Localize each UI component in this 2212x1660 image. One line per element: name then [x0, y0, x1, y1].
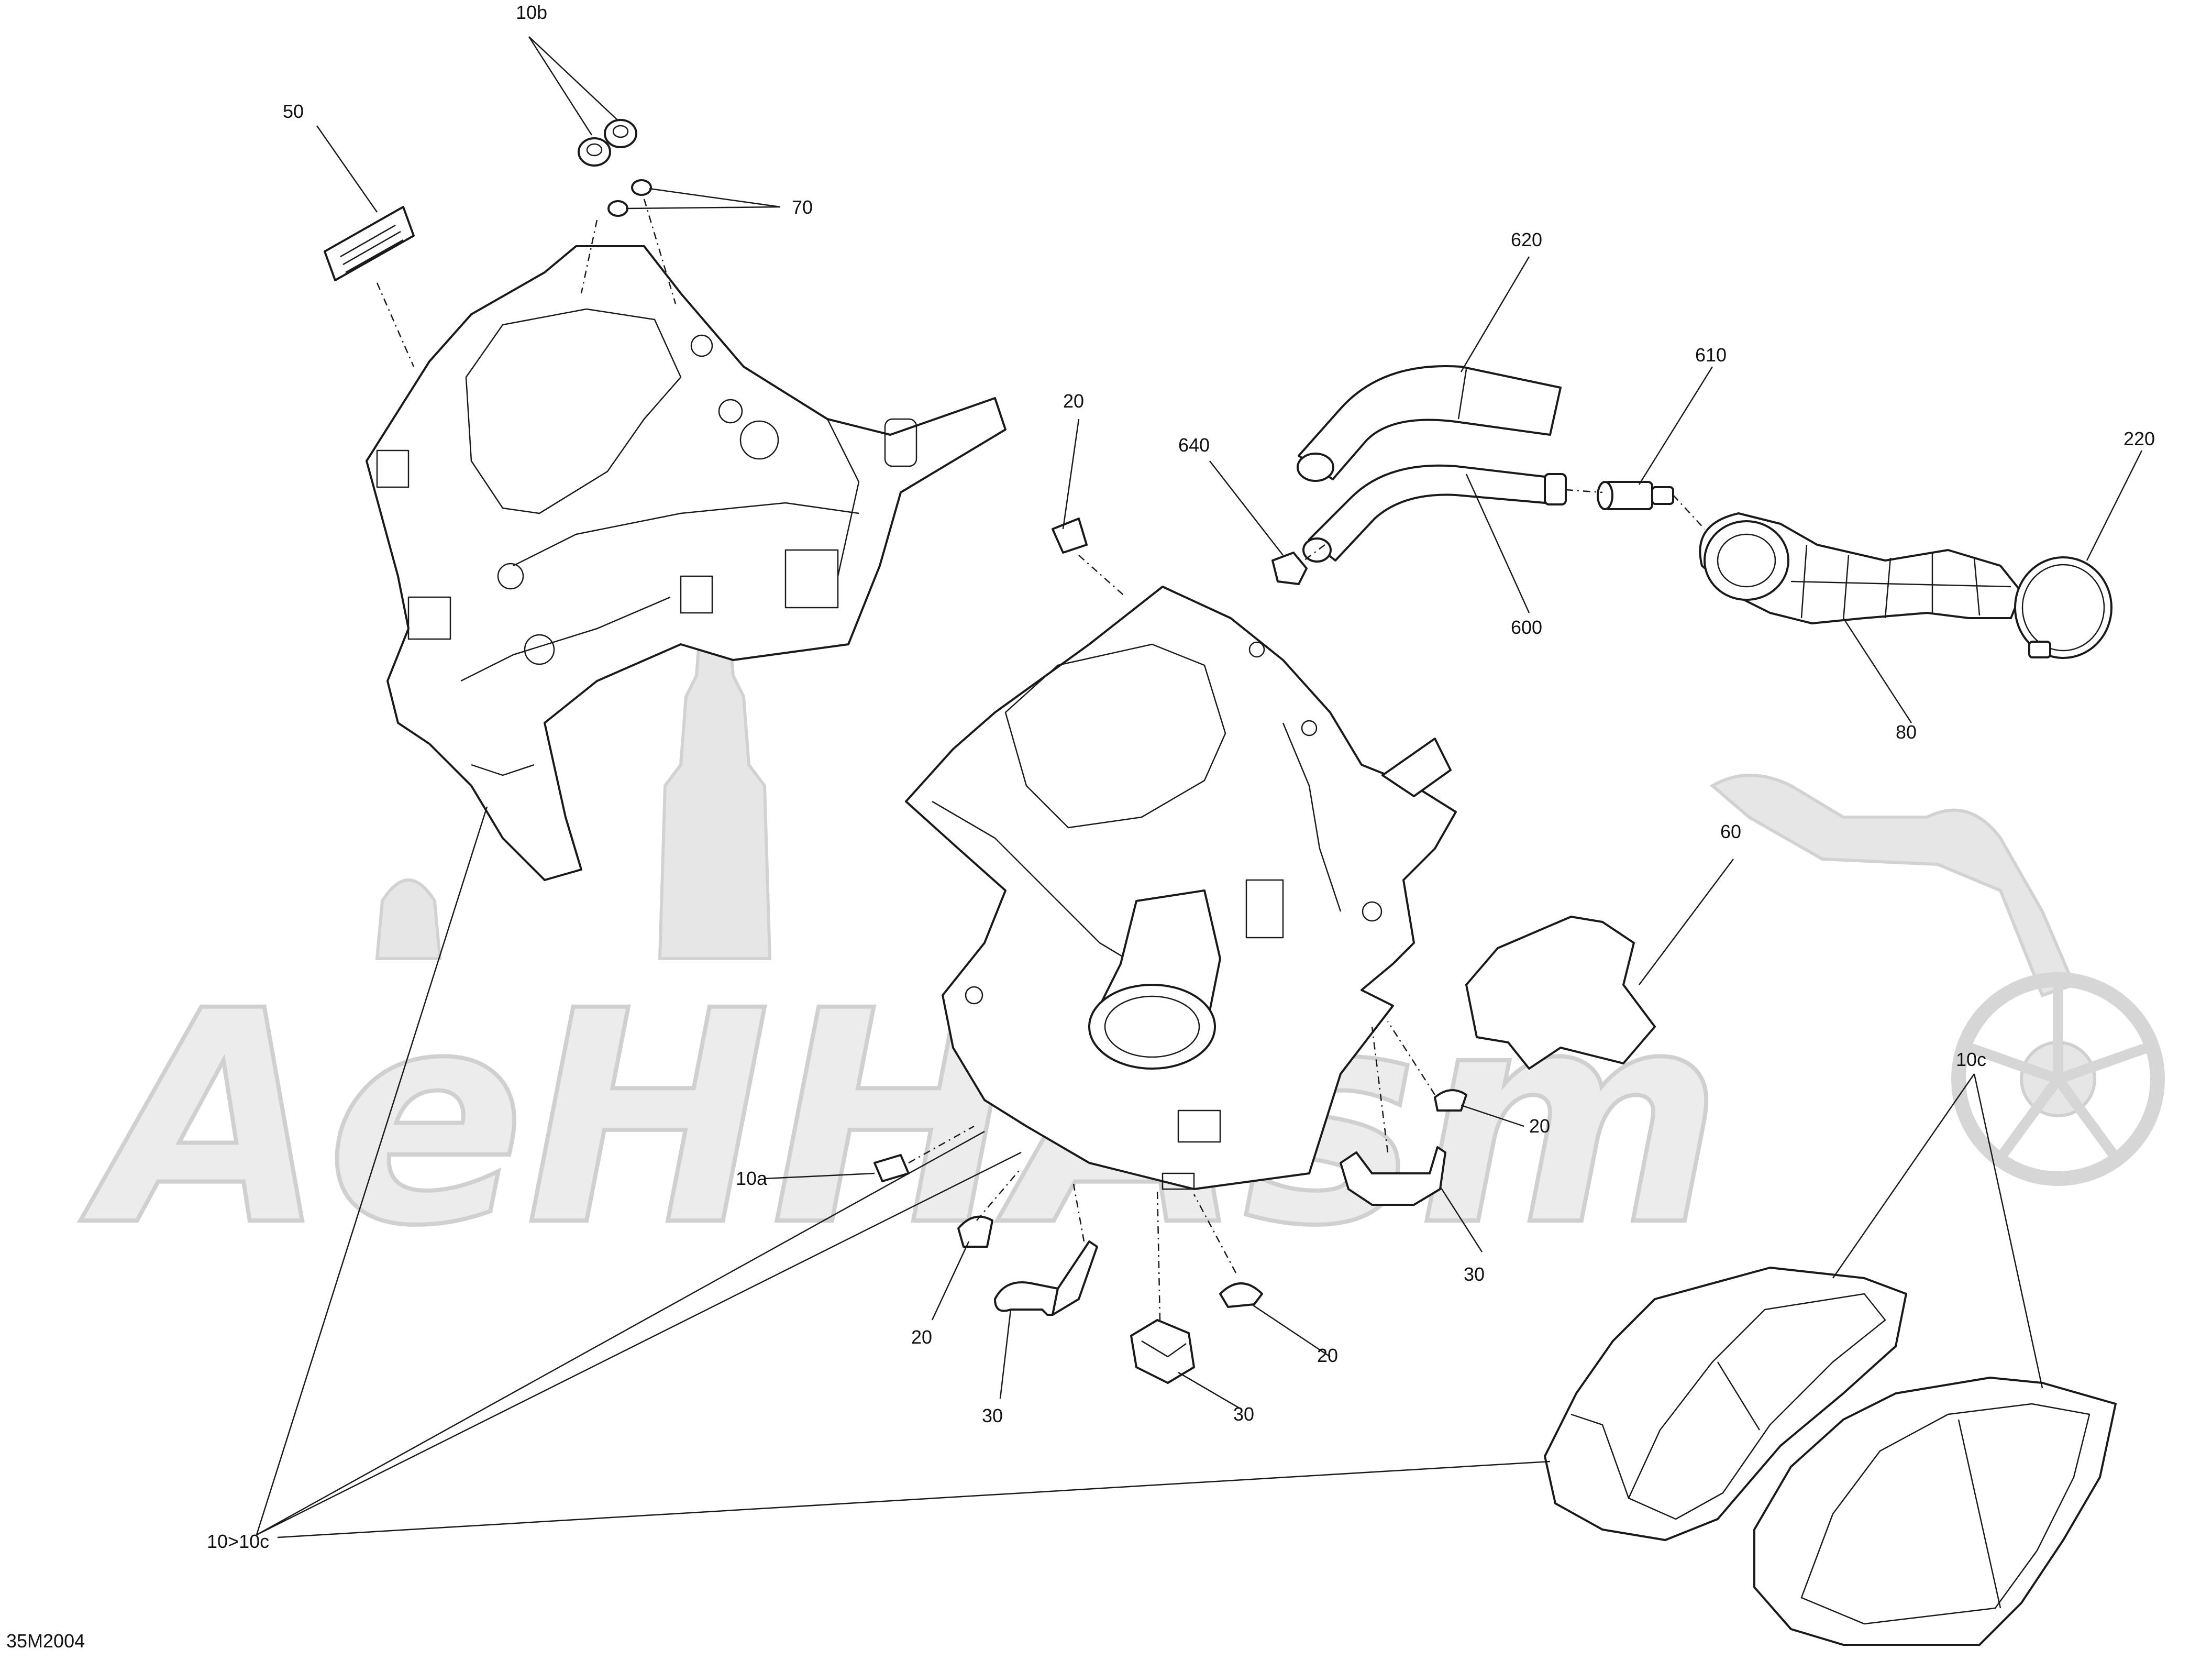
- callout-10a: 10a: [736, 1168, 768, 1189]
- watermark-motorcycle: [1709, 774, 2076, 997]
- callout-30-bottom-center: 30: [1233, 1403, 1254, 1425]
- callout-70: 70: [792, 196, 813, 218]
- clamp-220[interactable]: [2014, 556, 2113, 659]
- lower-airbox-housing[interactable]: [905, 586, 1457, 1190]
- watermark-text: AeHHAsm: [76, 949, 1723, 1290]
- hose-620[interactable]: [1297, 365, 1562, 482]
- callout-20-bottom-center: 20: [1317, 1345, 1338, 1366]
- callout-220: 220: [2123, 428, 2155, 449]
- clip-20-bottom-center[interactable]: [1219, 1282, 1263, 1308]
- clip-20-top[interactable]: [1052, 518, 1088, 554]
- grommet-10b-left[interactable]: [578, 137, 611, 167]
- callout-60: 60: [1720, 821, 1741, 842]
- callout-10c: 10c: [1956, 1049, 1986, 1070]
- plug-70-lower[interactable]: [607, 200, 628, 217]
- strap-30-right[interactable]: [1340, 1146, 1446, 1206]
- strap-30-bottom-center[interactable]: [1130, 1319, 1195, 1384]
- callout-30-right: 30: [1464, 1263, 1485, 1285]
- callout-20-top: 20: [1063, 390, 1084, 412]
- label-sticker-50[interactable]: [324, 206, 415, 281]
- callout-640: 640: [1178, 434, 1210, 456]
- leader-lines: [256, 36, 2143, 1538]
- watermark-wheel: [1951, 972, 2165, 1186]
- callout-80: 80: [1896, 721, 1917, 743]
- filter-housing-10c-left[interactable]: [1544, 1267, 1907, 1541]
- assembly-lines: [376, 199, 1705, 1321]
- foam-pad-60[interactable]: [1465, 916, 1656, 1070]
- callout-10b: 10b: [516, 2, 547, 23]
- callout-610: 610: [1695, 344, 1727, 366]
- callout-20-bottom-left: 20: [911, 1326, 932, 1348]
- clip-20-right[interactable]: [1434, 1089, 1467, 1112]
- upper-airbox-cover[interactable]: [366, 245, 1007, 881]
- intake-duct-80[interactable]: [1699, 512, 2022, 624]
- fitting-610[interactable]: [1597, 481, 1674, 510]
- grommet-10b-right[interactable]: [604, 119, 637, 148]
- callout-600: 600: [1511, 617, 1542, 638]
- watermark-dome: [375, 878, 442, 960]
- callout-10-10c: 10>10c: [207, 1531, 269, 1552]
- callout-50: 50: [283, 101, 304, 122]
- callout-30-bottom-left: 30: [982, 1405, 1003, 1426]
- strap-30-bottom-left[interactable]: [994, 1240, 1098, 1316]
- hose-600[interactable]: [1302, 464, 1567, 563]
- plug-70-upper[interactable]: [631, 179, 652, 196]
- watermark: AeHHAsm: [74, 513, 2165, 1292]
- callout-620: 620: [1511, 229, 1542, 250]
- callout-labels: 10b 50 70 620 610 640 220 20 600 80 60 1…: [6, 2, 2155, 1652]
- diagram-id: 35M2004: [6, 1630, 85, 1652]
- connector-640[interactable]: [1271, 552, 1308, 585]
- filter-housing-10c-right[interactable]: [1753, 1377, 2117, 1646]
- callout-20-right: 20: [1529, 1115, 1550, 1137]
